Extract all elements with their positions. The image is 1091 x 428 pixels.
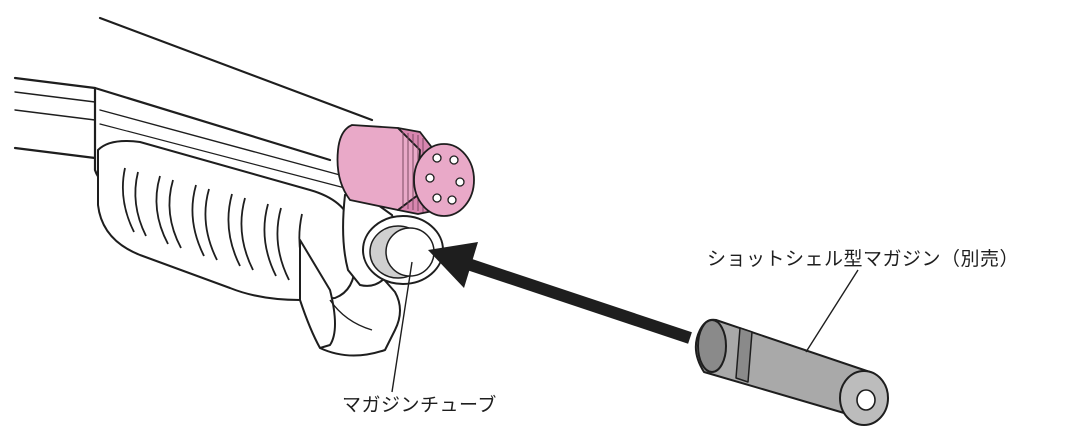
receiver-line-2 — [14, 91, 96, 103]
arrow-head — [428, 242, 478, 288]
insert-arrow — [428, 242, 692, 344]
pink-shotshell — [336, 124, 475, 217]
frame-inner — [329, 299, 373, 331]
frame-front — [319, 274, 401, 357]
grip-outline — [97, 140, 357, 301]
slide-rail — [99, 109, 341, 176]
label-shotshell-magazine: ショットシェル型マガジン（別売） — [707, 248, 1020, 270]
slide-rail-2 — [99, 123, 346, 189]
forend-grip — [97, 140, 357, 301]
leader-magazine-tube — [391, 261, 413, 393]
mag-band — [735, 327, 753, 383]
receiver-line-3 — [14, 109, 96, 121]
shotshell-magazine — [694, 318, 889, 426]
barrel-top-line — [98, 16, 374, 122]
receiver-line-1 — [13, 76, 332, 162]
frame-bracket — [299, 239, 336, 349]
shell-face — [413, 143, 475, 217]
leader-lines — [391, 261, 859, 393]
mag-face-hole — [856, 389, 876, 411]
shell-face-holes — [425, 153, 465, 205]
mag-back — [697, 319, 727, 373]
label-magazine-tube: マガジンチューブ — [342, 394, 497, 416]
shell-body — [336, 124, 421, 211]
tube-opening — [385, 227, 435, 277]
arrow-shaft — [460, 256, 692, 344]
grip-ribs — [121, 167, 311, 285]
leader-shotshell-magazine — [805, 269, 859, 353]
magazine-tube — [342, 192, 444, 287]
lower-frame — [299, 239, 401, 357]
receiver-line-4 — [13, 146, 97, 160]
